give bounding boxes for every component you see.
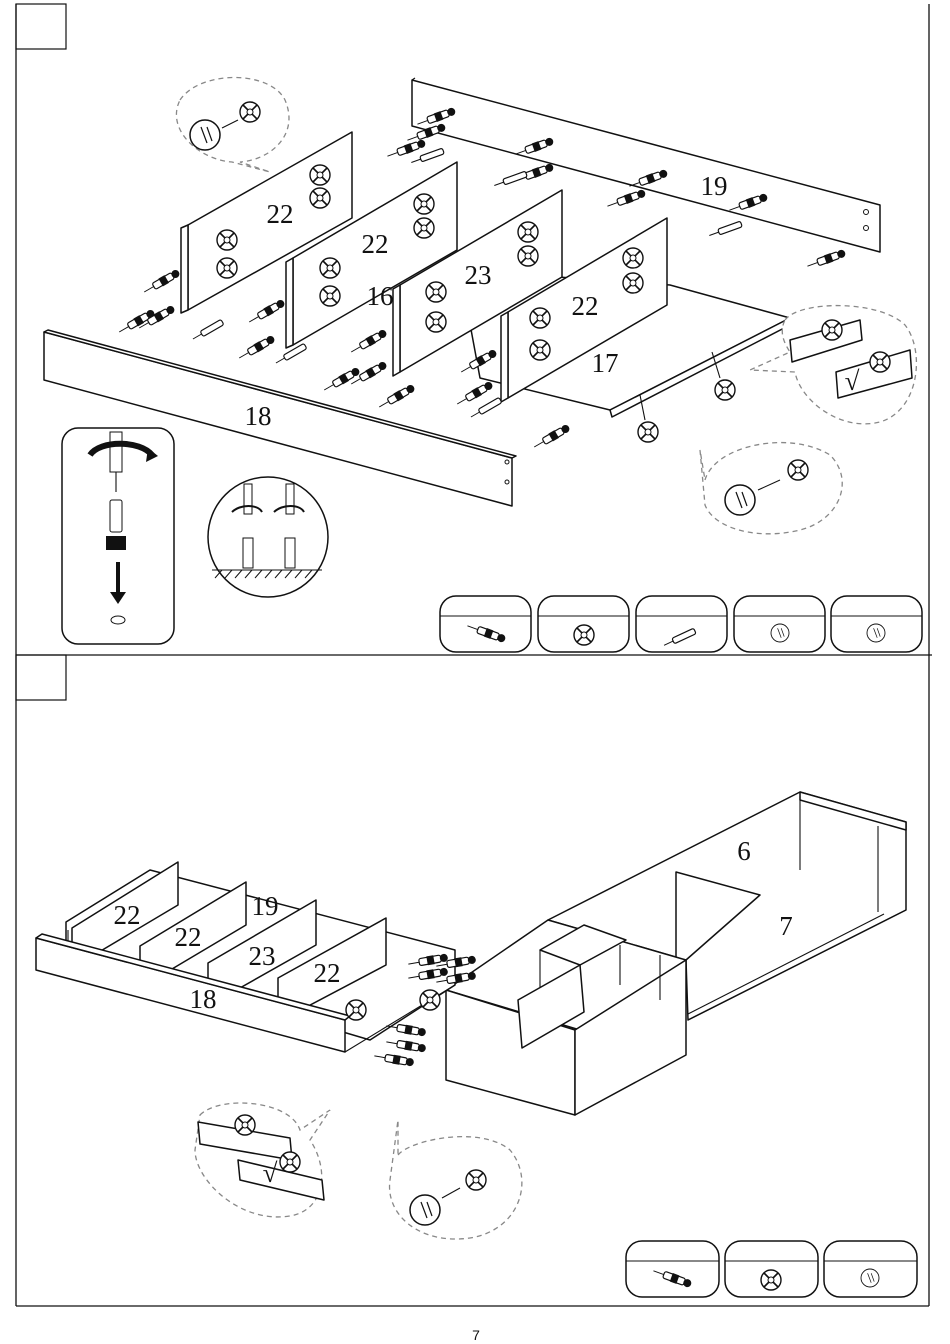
legend2-cam-bolt <box>626 1241 719 1297</box>
label2-panel-19: 19 <box>252 891 279 921</box>
legend-hole-plug-2 <box>831 596 922 652</box>
label2-divider-23: 23 <box>249 941 276 971</box>
drawer-subassembly: 22 22 23 22 19 18 <box>36 862 455 1052</box>
step2-hardware-legend <box>626 1241 917 1297</box>
page-number: 7 <box>472 1327 480 1343</box>
callout-plug-cam-bottom <box>700 443 842 534</box>
legend-wood-dowel <box>636 596 727 652</box>
step1-panel: 19 17 22 22 23 <box>16 4 922 652</box>
legend2-cam-lock <box>725 1241 818 1297</box>
cabinet-drawer-box <box>446 920 686 1115</box>
label-divider-23: 23 <box>465 260 492 290</box>
label-panel-6: 6 <box>737 836 751 866</box>
label2-divider-22c: 22 <box>314 958 341 988</box>
check-mark-left: √ <box>263 1158 278 1188</box>
legend-cam-bolt <box>440 596 531 652</box>
label2-divider-22a: 22 <box>114 900 141 930</box>
label-panel-19: 19 <box>701 171 728 201</box>
label-panel-17: 17 <box>592 348 619 378</box>
label2-divider-22b: 22 <box>175 922 202 952</box>
callout2-plug-cam <box>390 1120 522 1239</box>
step1-hardware-legend <box>440 596 922 652</box>
step2-number-box <box>16 655 66 700</box>
label-divider-22b: 22 <box>362 229 389 259</box>
legend-cam-lock <box>538 596 629 652</box>
label-panel-7: 7 <box>779 911 793 941</box>
legend-hole-plug-1 <box>734 596 825 652</box>
panel-19 <box>412 80 880 252</box>
step1-number-box <box>16 4 66 49</box>
label-divider-22c: 22 <box>572 291 599 321</box>
check-mark-right: √ <box>845 366 860 396</box>
label-panel-18: 18 <box>245 401 272 431</box>
label2-panel-18: 18 <box>190 984 217 1014</box>
step2-panel: 6 7 22 22 <box>16 655 917 1297</box>
label-panel-16: 16 <box>367 281 394 311</box>
detail-depth-check <box>208 477 328 597</box>
callout2-cam-direction: √ <box>195 1103 330 1217</box>
legend2-hole-plug <box>824 1241 917 1297</box>
label-divider-22a: 22 <box>267 199 294 229</box>
callout-plug-cam-top <box>176 78 289 173</box>
detail-screwdriver-install <box>62 428 174 644</box>
